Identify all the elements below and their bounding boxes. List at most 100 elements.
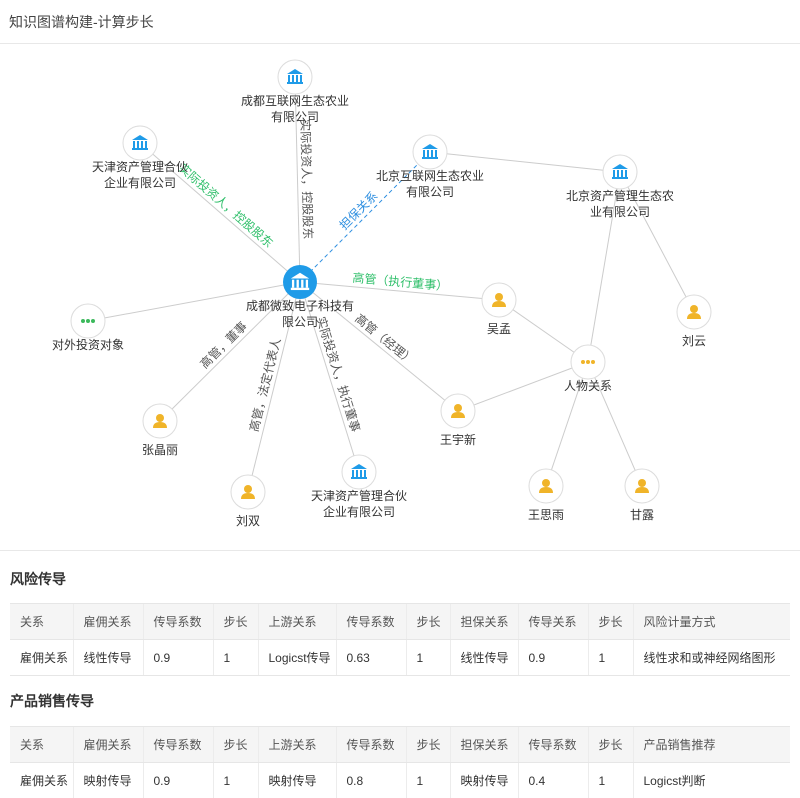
- person-icon: [153, 414, 167, 428]
- node-label: 企业有限公司: [104, 175, 176, 190]
- column-header: 步长: [405, 726, 450, 763]
- table-cell: Logicst判断: [632, 762, 790, 798]
- node-label: 张晶丽: [142, 443, 178, 457]
- graph-edge[interactable]: [247, 281, 301, 493]
- column-header: 步长: [212, 726, 258, 763]
- table-cell: 1: [405, 762, 450, 798]
- column-header: 担保关系: [449, 726, 518, 763]
- sales-table: 关系雇佣关系传导系数步长上游关系传导系数步长担保关系传导系数步长产品销售推荐 雇…: [10, 726, 790, 798]
- person-icon: [451, 404, 465, 418]
- table-cell: 雇佣关系: [10, 762, 73, 798]
- column-header: 步长: [212, 603, 258, 640]
- edge-label: 高管，法定代表人: [246, 336, 284, 433]
- table-cell: 0.4: [517, 762, 588, 798]
- person-icon: [635, 479, 649, 493]
- table-cell: 映射传导: [449, 762, 518, 798]
- graph-edge[interactable]: [139, 142, 301, 283]
- node-label: 天津资产管理合伙: [92, 159, 188, 174]
- top-bar: 知识图谱构建-计算步长: [0, 0, 800, 44]
- column-header: 雇佣关系: [72, 726, 143, 763]
- node-label: 北京互联网生态农业: [376, 169, 484, 183]
- node-circle[interactable]: [341, 454, 377, 490]
- risk-table: 关系雇佣关系传导系数步长上游关系传导系数步长担保关系传导关系步长风险计量方式 雇…: [10, 603, 790, 676]
- node-layer: 成都微致电子科技有限公司成都互联网生态农业有限公司天津资产管理合伙企业有限公司北…: [52, 59, 712, 528]
- table-cell: 映射传导: [257, 762, 336, 798]
- column-header: 步长: [405, 603, 450, 640]
- graph-edge[interactable]: [457, 361, 589, 412]
- node-label: 成都互联网生态农业: [241, 94, 349, 108]
- node-circle[interactable]: [412, 134, 448, 170]
- graph-node-person[interactable]: 王宇新: [440, 393, 476, 447]
- person-icon: [241, 485, 255, 499]
- table-cell: 1: [587, 639, 633, 676]
- bank-icon: [612, 164, 628, 179]
- center-node-circle[interactable]: [283, 265, 317, 299]
- column-header: 上游关系: [257, 603, 336, 640]
- person-icon: [687, 305, 701, 319]
- graph-edge[interactable]: [299, 151, 431, 283]
- table-cell: 线性传导: [72, 639, 143, 676]
- table-cell: 1: [587, 762, 633, 798]
- column-header: 产品销售推荐: [632, 726, 790, 763]
- graph-node-person[interactable]: 张晶丽: [142, 403, 178, 457]
- graph-node-person[interactable]: 吴孟: [481, 282, 517, 336]
- node-label: 有限公司: [271, 110, 319, 124]
- more-dots-icon: [81, 319, 95, 323]
- edge-label: 实际投资人，控股股东: [176, 160, 276, 250]
- node-circle[interactable]: [122, 125, 158, 161]
- table-cell: 0.9: [142, 762, 213, 798]
- node-label: 刘双: [236, 514, 260, 528]
- knowledge-graph[interactable]: 实际投资人，控股股东实际投资人，控股股东担保关系高管（执行董事）高管，董事高管，…: [0, 45, 800, 550]
- graph-edge[interactable]: [299, 281, 459, 412]
- graph-node-person[interactable]: 刘双: [230, 474, 266, 528]
- graph-edge[interactable]: [87, 281, 301, 322]
- graph-edge[interactable]: [294, 76, 301, 283]
- column-header: 传导关系: [517, 603, 588, 640]
- graph-edge[interactable]: [299, 281, 360, 473]
- graph-node-person[interactable]: 甘露: [624, 468, 660, 522]
- column-header: 步长: [587, 726, 633, 763]
- graph-edge[interactable]: [498, 299, 589, 363]
- column-header: 风险计量方式: [632, 603, 790, 640]
- node-circle[interactable]: [277, 59, 313, 95]
- table-cell: 1: [212, 639, 258, 676]
- graph-divider: [0, 550, 800, 551]
- graph-node-outbound[interactable]: 对外投资对象: [52, 303, 124, 352]
- graph-edge[interactable]: [159, 281, 301, 422]
- graph-edge[interactable]: [299, 281, 500, 301]
- graph-edge[interactable]: [587, 171, 621, 363]
- graph-edge[interactable]: [429, 151, 621, 173]
- sales-table-header: 关系雇佣关系传导系数步长上游关系传导系数步长担保关系传导系数步长产品销售推荐: [10, 726, 790, 763]
- column-header: 传导系数: [517, 726, 588, 763]
- table-cell: 线性求和或神经网络图形: [632, 639, 790, 676]
- graph-node-person[interactable]: 王思雨: [528, 468, 564, 522]
- graph-node-person[interactable]: 刘云: [676, 294, 712, 348]
- person-icon: [492, 293, 506, 307]
- node-label: 对外投资对象: [52, 337, 124, 352]
- table-cell: 0.63: [335, 639, 406, 676]
- bank-icon: [422, 144, 438, 159]
- more-dots-icon: [581, 360, 595, 364]
- column-header: 传导系数: [142, 726, 213, 763]
- edge-label: 担保关系: [337, 189, 381, 233]
- graph-edge[interactable]: [545, 361, 589, 487]
- column-header: 传导系数: [142, 603, 213, 640]
- edge-label: 高管，董事: [197, 318, 250, 371]
- node-circle[interactable]: [602, 154, 638, 190]
- graph-node-relation[interactable]: 人物关系: [564, 344, 612, 393]
- table-cell: Logicst传导: [257, 639, 336, 676]
- node-label: 王思雨: [528, 508, 564, 522]
- graph-edge[interactable]: [619, 171, 695, 313]
- graph-edge[interactable]: [587, 361, 643, 487]
- table-cell: 雇佣关系: [10, 639, 73, 676]
